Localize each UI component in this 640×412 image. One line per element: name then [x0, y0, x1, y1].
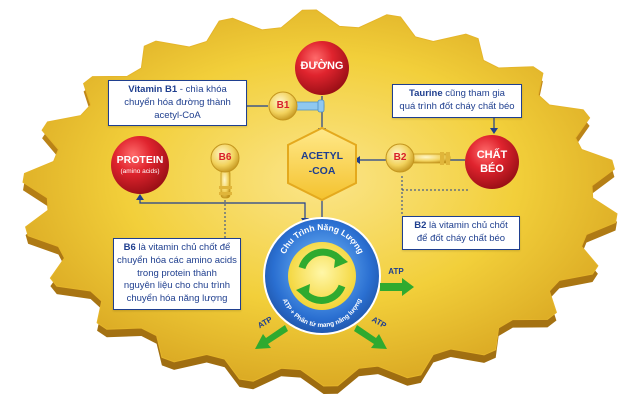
- atp-bottom-right-arrow: [354, 325, 387, 349]
- duong-label: ĐƯỜNG: [300, 60, 344, 72]
- taurine-box-title: Taurine: [409, 88, 443, 99]
- arrow-to-fat: [490, 128, 498, 134]
- b6-box-text1: là vitamin chủ chốt để: [135, 242, 231, 253]
- b6-box-text5: chuyển hóa năng lượng: [126, 293, 228, 305]
- acetyl-coa-hexagon: [287, 126, 357, 202]
- b6-box-text4: nguyên liệu cho chu trình: [123, 280, 231, 292]
- protein-ball: [111, 136, 169, 194]
- b6-info-box: B6 là vitamin chủ chốt để chuyển hóa các…: [113, 238, 241, 311]
- b1-box-text1: - chìa khóa: [177, 84, 227, 95]
- atp-left-arrow: [255, 325, 288, 349]
- b1-key-icon: [268, 91, 325, 121]
- acetyl-label-line2: -COA: [308, 165, 336, 177]
- protein-label: PROTEIN: [116, 154, 164, 166]
- b2-key-label: B2: [393, 152, 407, 163]
- b1-key-label: B1: [276, 100, 290, 111]
- b6-box-text3: trong protein thành: [137, 267, 217, 279]
- arrow-to-protein: [136, 194, 144, 200]
- b1-box-text2: chuyển hóa đường thành: [124, 96, 231, 108]
- fat-label-line1: CHẤT: [476, 149, 508, 161]
- duong-ball: [295, 41, 349, 95]
- b2-box-title: B2: [414, 220, 427, 231]
- taurine-info-box: Taurine cũng tham gia quá trình đốt cháy…: [392, 84, 522, 118]
- b6-key-icon: [210, 143, 240, 199]
- atp-arrows: [255, 278, 414, 349]
- b6-key-label: B6: [218, 152, 232, 163]
- taurine-box-text1: cũng tham gia: [442, 88, 505, 99]
- b1-box-title: Vitamin B1: [128, 84, 178, 95]
- b2-box-text1: là vitamin chủ chốt: [426, 220, 508, 231]
- fat-label-line2: BÉO: [480, 163, 504, 175]
- b6-box-title: B6: [123, 242, 136, 253]
- b2-key-icon: [385, 143, 451, 173]
- acetyl-label-line1: ACETYL: [301, 150, 343, 162]
- atp-right-label: ATP: [388, 267, 404, 276]
- b2-box-text2: để đốt cháy chất béo: [416, 232, 506, 244]
- b6-box-text2: chuyển hóa các amino acids: [117, 254, 237, 266]
- atp-right-arrow: [380, 278, 414, 296]
- b1-info-box: Vitamin B1 - chìa khóa chuyển hóa đường …: [108, 80, 247, 127]
- taurine-box-text2: quá trình đốt cháy chất béo: [399, 100, 515, 112]
- b1-box-text3: acetyl-CoA: [154, 109, 201, 121]
- fat-ball: [465, 135, 519, 189]
- b2-info-box: B2 là vitamin chủ chốt để đốt cháy chất …: [402, 216, 520, 250]
- protein-sublabel: (amino acids): [120, 168, 160, 175]
- energy-cycle: Chu Trình Năng Lượng ATP + Phân tử mang …: [263, 217, 381, 335]
